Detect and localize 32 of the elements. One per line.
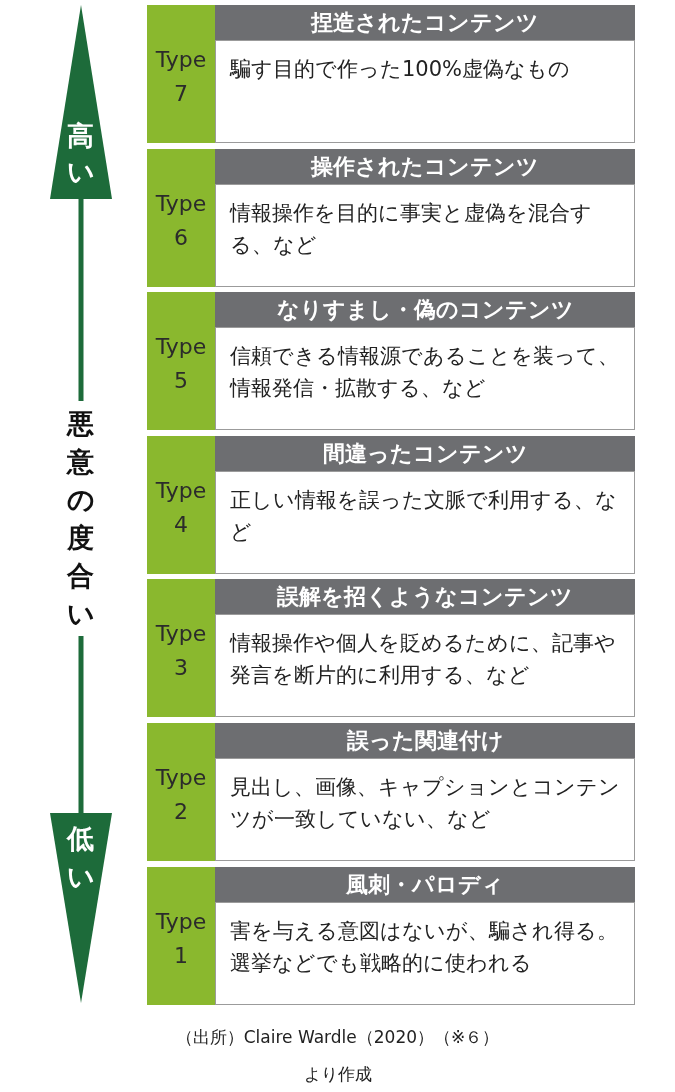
type-label: Type 6 (154, 190, 208, 252)
description-panel: 情報操作を目的に事実と虚偽を混合する、など (215, 184, 635, 287)
type-card (147, 292, 635, 430)
type-card (147, 149, 635, 287)
type-label: Type 4 (154, 477, 208, 539)
heading-bar: 誤った関連付け (215, 723, 635, 758)
type-label: Type 3 (154, 620, 208, 682)
type-label: Type 1 (154, 908, 208, 970)
type-card (147, 579, 635, 717)
description-panel: 正しい情報を誤った文脈で利用する、など (215, 471, 635, 574)
source-note: （出所）Claire Wardle（2020）（※６）より作成 (175, 1026, 500, 1086)
scale-title: 悪意の度合い (67, 407, 94, 631)
type-label: Type 2 (154, 764, 208, 826)
type-card (147, 723, 635, 861)
scale-end-label: 高い (67, 119, 94, 189)
description-panel: 信頼できる情報源であることを装って、情報発信・拡散する、など (215, 327, 635, 430)
type-label: Type 5 (154, 333, 208, 395)
type-label: Type 7 (154, 46, 208, 108)
heading-bar: 誤解を招くようなコンテンツ (215, 579, 635, 614)
heading-bar: 操作されたコンテンツ (215, 149, 635, 184)
type-card (147, 436, 635, 574)
heading-bar: 間違ったコンテンツ (215, 436, 635, 471)
type-card (147, 867, 635, 1005)
heading-bar: 風刺・パロディ (215, 867, 635, 902)
description-panel: 見出し、画像、キャプションとコンテンツが一致していない、など (215, 758, 635, 861)
description-panel: 害を与える意図はないが、騙され得る。選挙などでも戦略的に使われる (215, 902, 635, 1005)
type-card (147, 5, 635, 143)
scale-end-label: 低い (67, 822, 94, 894)
description-panel: 騙す目的で作った100%虚偽なもの (215, 40, 635, 143)
description-panel: 情報操作や個人を貶めるために、記事や発言を断片的に利用する、など (215, 614, 635, 717)
heading-bar: 捏造されたコンテンツ (215, 5, 635, 40)
heading-bar: なりすまし・偽のコンテンツ (215, 292, 635, 327)
